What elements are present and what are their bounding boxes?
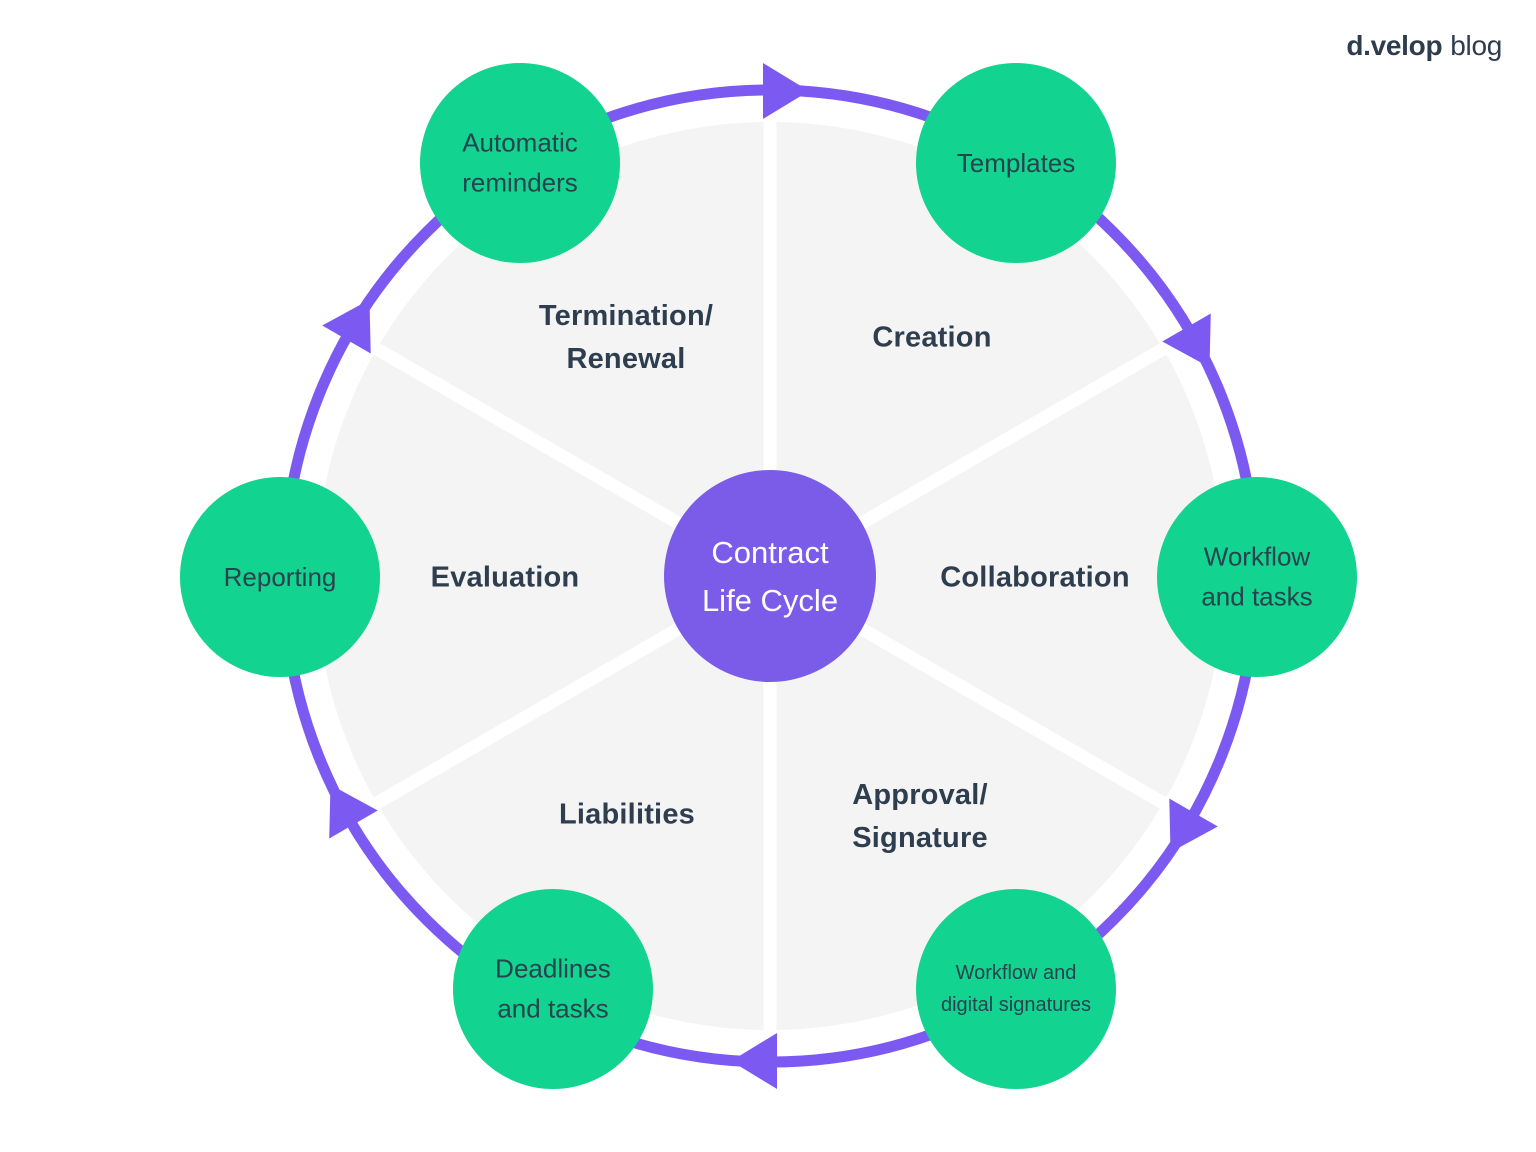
node-label-templates: Templates [956,147,1076,178]
segment-label-evaluation: Evaluation [430,561,580,594]
logo-suffix-text: blog [1450,30,1502,61]
node-circle-automatic-reminders [420,63,620,263]
center-circle [664,470,876,682]
clockwise-arrow-icon [329,784,378,839]
segment-label-termination-renewal: Termination/ Renewal [538,300,714,375]
segment-label-liabilities: Liabilities [559,798,695,831]
center-title: Contract Life Cycle [701,534,839,618]
node-label-workflow-and-digital-signatures: Workflow and digital signatures [940,962,1092,1016]
node-label-workflow-and-tasks: Workflow and tasks [1201,541,1313,612]
clockwise-arrow-icon [763,63,809,119]
segment-dividers [373,122,1167,1030]
node-circle-workflow-and-tasks [1157,477,1357,677]
segment-label-collaboration: Collaboration [940,561,1130,594]
logo-brand-text: d.velop [1346,30,1443,61]
segment-label-creation: Creation [872,321,992,354]
cycle-arrows [322,63,1218,1089]
clockwise-arrow-icon [731,1033,777,1089]
node-circle-templates [916,63,1116,263]
node-label-automatic-reminders: Automatic reminders [462,127,578,198]
clockwise-arrow-icon [322,299,371,354]
node-circle-workflow-and-digital-signatures [916,889,1116,1089]
clockwise-arrow-icon [1162,313,1211,368]
node-circle-deadlines-and-tasks [453,889,653,1089]
segment-label-approval-signature: Approval/ Signature [852,779,988,854]
node-circle-reporting [180,477,380,677]
clockwise-arrow-icon [1169,798,1218,853]
node-label-reporting: Reporting [223,561,337,592]
node-label-deadlines-and-tasks: Deadlines and tasks [495,953,611,1024]
